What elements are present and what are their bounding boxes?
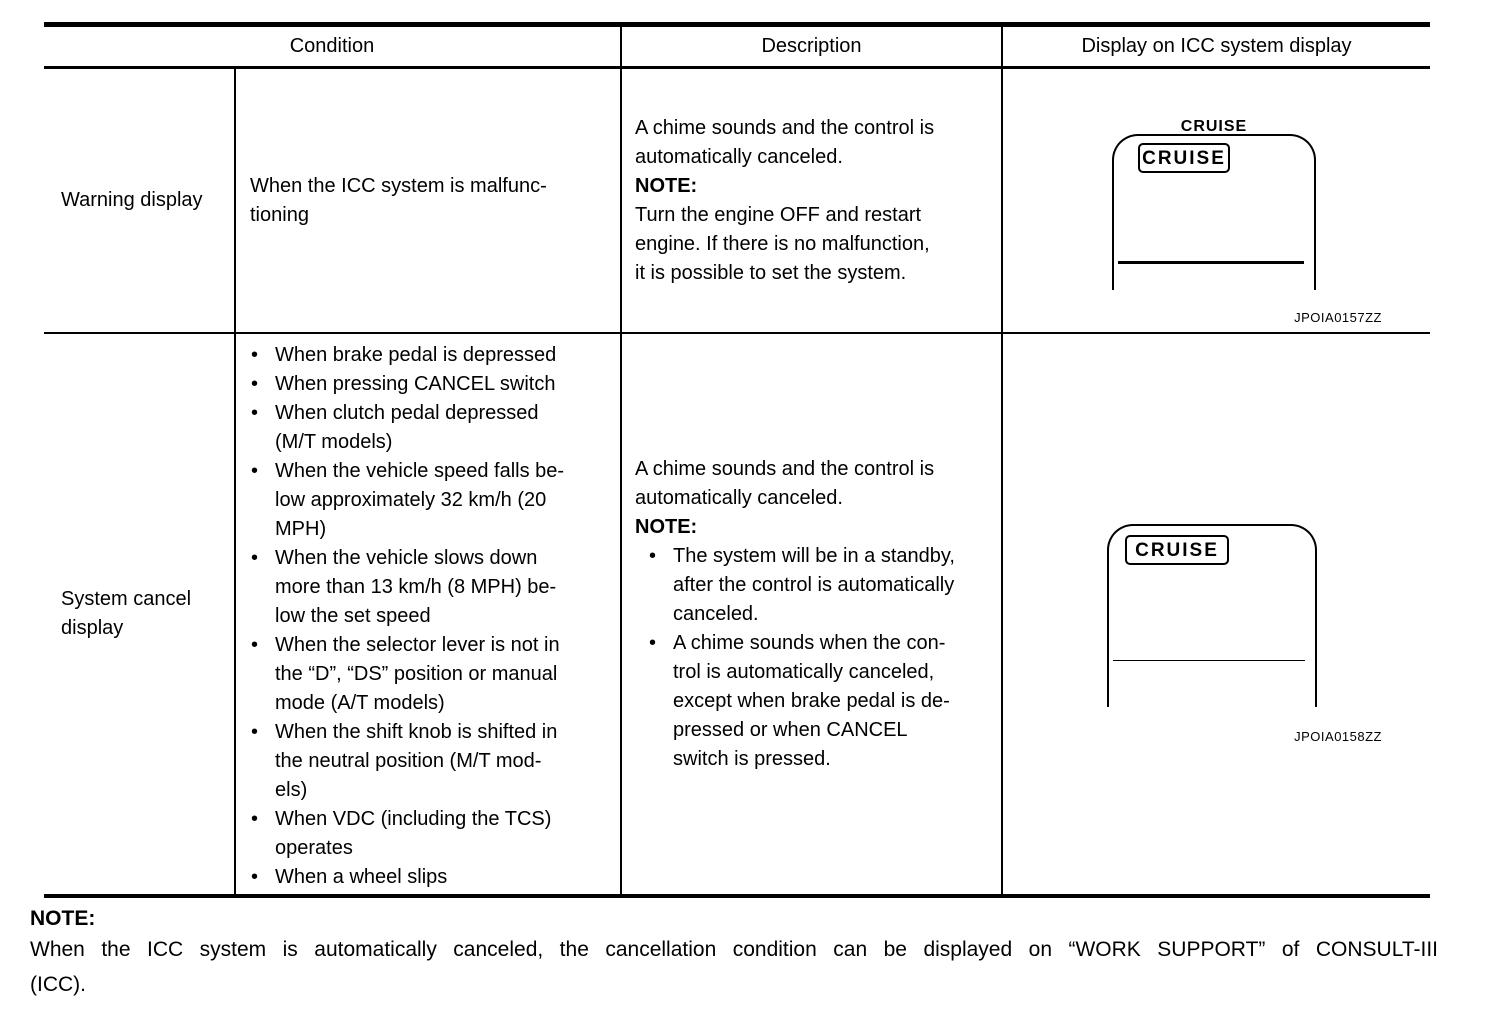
icc-display-condition-table: Condition Description Display on ICC sys… (44, 22, 1430, 898)
list-item: • When the selector lever is not in the “… (236, 631, 620, 718)
list-item: • When clutch pedal depressed (M/T models… (236, 399, 620, 457)
bullet-icon: • (649, 631, 657, 654)
note-text: Turn the engine OFF and restart engine. … (635, 203, 930, 284)
page-footnote: NOTE: When the ICC system is automatical… (30, 906, 1438, 1002)
meter-display-outline: CRUISE (1112, 134, 1316, 290)
description-cell-warning: A chime sounds and the control is automa… (622, 69, 1003, 332)
row-label-system-cancel-display: System cancel display (44, 334, 236, 894)
bullet-icon: • (251, 547, 259, 569)
list-item: • When brake pedal is depressed (236, 341, 620, 370)
bullet-icon: • (251, 460, 259, 482)
list-item: • When the vehicle speed falls be- low ap… (236, 457, 620, 544)
cruise-badge: CRUISE (1125, 535, 1229, 565)
list-item-text: When the shift knob is shifted in the ne… (275, 721, 558, 801)
condition-cell-system-cancel: • When brake pedal is depressed • When pre… (236, 334, 622, 894)
footnote-text-line1: When the ICC system is automatically can… (30, 938, 1438, 961)
list-item: • When a wheel slips (236, 863, 620, 892)
figure-code: JPOIA0158ZZ (1294, 729, 1382, 744)
list-item: • When the shift knob is shifted in the n… (236, 718, 620, 805)
footnote-text-line2: (ICC). (30, 973, 86, 996)
note-list-item-text: The system will be in a standby, after t… (673, 544, 955, 625)
note-label: NOTE: (635, 174, 698, 197)
bullet-icon: • (251, 721, 259, 743)
bullet-icon: • (251, 402, 259, 424)
note-list-item-text: A chime sounds when the con- trol is aut… (673, 631, 950, 770)
list-item: • When the vehicle slows down more than 1… (236, 544, 620, 631)
col-header-display: Display on ICC system display (1081, 35, 1352, 57)
col-header-condition: Condition (44, 27, 622, 66)
bullet-icon: • (251, 808, 259, 830)
bullet-icon: • (251, 634, 259, 656)
list-item-text: When the selector lever is not in the “D… (275, 634, 560, 714)
description-cell-system-cancel: A chime sounds and the control is automa… (622, 334, 1003, 894)
description-intro: A chime sounds and the control is automa… (635, 116, 935, 168)
figure-code: JPOIA0157ZZ (1294, 310, 1382, 325)
bullet-icon: • (251, 866, 259, 888)
display-divider-line (1118, 261, 1304, 264)
table-row-system-cancel-display: System cancel display • When brake pedal … (44, 334, 1430, 894)
bullet-icon: • (649, 544, 657, 567)
table-header-row: Condition Description Display on ICC sys… (44, 27, 1430, 69)
list-item-text: When pressing CANCEL switch (275, 373, 556, 395)
list-item-text: When the vehicle speed falls be- low app… (275, 460, 565, 540)
list-item-text: When clutch pedal depressed (M/T models) (275, 402, 539, 453)
display-cell-system-cancel: CRUISE JPOIA0158ZZ (1003, 334, 1430, 894)
col-header-description: Description (622, 27, 1003, 66)
list-item-text: When a wheel slips (275, 866, 448, 888)
bullet-icon: • (251, 344, 259, 366)
display-divider-line (1113, 660, 1305, 661)
list-item: • When pressing CANCEL switch (236, 370, 620, 399)
meter-display-outline: CRUISE (1107, 524, 1317, 707)
list-item-text: When VDC (including the TCS) operates (275, 808, 552, 859)
display-cell-warning: CRUISE CRUISE JPOIA0157ZZ (1003, 69, 1430, 332)
footnote-note-label: NOTE: (30, 907, 96, 930)
condition-cell-warning: When the ICC system is malfunc- tioning (236, 69, 622, 332)
note-list-item: • The system will be in a standby, after … (635, 542, 997, 629)
note-label: NOTE: (635, 515, 698, 538)
description-intro: A chime sounds and the control is automa… (635, 457, 935, 509)
list-item-text: When brake pedal is depressed (275, 344, 557, 366)
cruise-indicator-label: CRUISE (1180, 118, 1248, 135)
table-row-warning-display: Warning display When the ICC system is m… (44, 69, 1430, 334)
row-label-warning-display: Warning display (44, 69, 236, 332)
row-label-text: System cancel display (61, 588, 192, 639)
condition-text: When the ICC system is malfunc- tioning (250, 174, 547, 226)
list-item-text: When the vehicle slows down more than 13… (275, 547, 557, 627)
list-item: • When VDC (including the TCS) operates (236, 805, 620, 863)
bullet-icon: • (251, 373, 259, 395)
note-list-item: • A chime sounds when the con- trol is au… (635, 629, 997, 774)
cruise-badge: CRUISE (1138, 143, 1230, 173)
